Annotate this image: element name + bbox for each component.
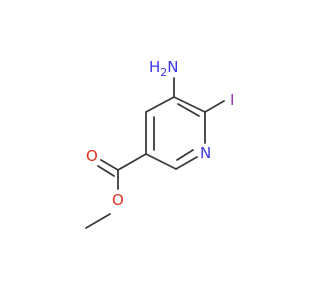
bond-ester-o-methyl (85, 213, 111, 229)
bond-carbonyl-double-a (100, 159, 119, 171)
bond-carbonyl-double-b (97, 165, 115, 177)
bond-c5-carbonyl (117, 153, 147, 171)
bond-c6-c5 (145, 153, 177, 170)
bond-n1-c6-inner (176, 149, 194, 161)
bond-n1-c6 (175, 156, 198, 170)
bond-c3-c2-inner (177, 103, 200, 117)
bond-c2-iodine (204, 100, 225, 113)
structure-canvas: H2N I N O O (85, 58, 235, 229)
carbonyl-oxygen-label: O (86, 147, 98, 165)
bond-c4-c3 (145, 96, 175, 113)
ester-oxygen-label: O (112, 191, 124, 209)
ring-nitrogen-label: N (200, 144, 211, 162)
bond-c3-c2 (173, 96, 206, 113)
molecule-structure: H2N I N O O (85, 58, 234, 229)
amino-label: H2N (149, 58, 179, 79)
iodine-label: I (230, 91, 234, 109)
